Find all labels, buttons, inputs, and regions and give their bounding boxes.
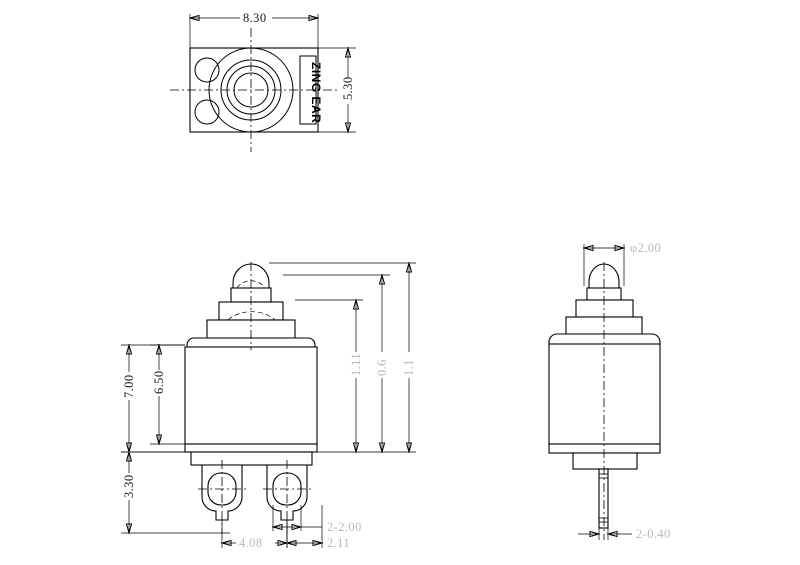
dim-front-right-b: 0.6 [375,359,389,376]
front-plunger-step2-hidden [227,311,276,321]
front-terminal-left [198,460,248,534]
side-collar [548,333,661,346]
front-terminal-right [263,460,313,534]
dim-group-right-inner: 1.11 [295,298,363,454]
top-view-width-dimension: 8.30 [188,11,320,48]
front-body-outline [184,346,318,445]
dim-front-terminal-height: 3.30 [122,475,136,498]
side-view-group: φ2.00 2-0.40 [548,241,671,541]
top-view-height-dimension: 5.30 [318,46,356,134]
side-pin [598,468,609,529]
dim-group-6-50: 6.50 [150,343,185,446]
dim-front-terminal-pitch: 4.08 [239,536,262,550]
dim-group-2x2-00: 2-2.00 [271,505,362,534]
dim-top-width: 8.30 [243,11,266,25]
dim-group-2-11: 2.11 [285,505,350,550]
brand-label-group: ZING EAR [299,55,323,125]
dim-side-pin-thickness: 2-0.40 [636,527,671,541]
dim-group-right-middle: 0.6 [283,273,390,454]
dim-front-body-height: 7.00 [122,375,136,398]
side-plunger-step2 [575,299,634,318]
dim-group-4-08: 4.08 [220,520,289,550]
dim-front-terminal-offset: 2.11 [327,536,350,550]
brand-label-text: ZING EAR [309,62,323,123]
dim-group-phi-2-00: φ2.00 [582,241,661,286]
front-plunger-dome [232,263,270,289]
top-view-group: 8.30 ZING EAR [170,11,356,152]
mounting-hole-upper [194,57,220,83]
side-body-outline [548,343,661,445]
side-base-flange [548,443,661,454]
dim-group-2x0-40: 2-0.40 [578,527,671,541]
dim-top-height: 5.30 [341,77,355,100]
dim-front-right-a: 1.11 [349,353,363,376]
dim-group-right-outer: 1.1 [269,261,416,454]
dim-front-upper-height: 6.50 [152,371,166,394]
dim-group-3-30: 3.30 [121,450,230,535]
dim-front-right-c: 1.1 [402,359,416,376]
front-base-flange [184,443,318,453]
dim-front-terminal-hole: 2-2.00 [327,520,362,534]
front-view-group: 7.00 6.50 3.30 [121,261,416,550]
front-base-plate [190,451,313,466]
dim-side-plunger-diameter: φ2.00 [630,241,661,255]
dim-group-7-00: 7.00 [121,343,191,454]
side-base-plate [572,452,638,470]
mounting-hole-lower [194,99,220,125]
